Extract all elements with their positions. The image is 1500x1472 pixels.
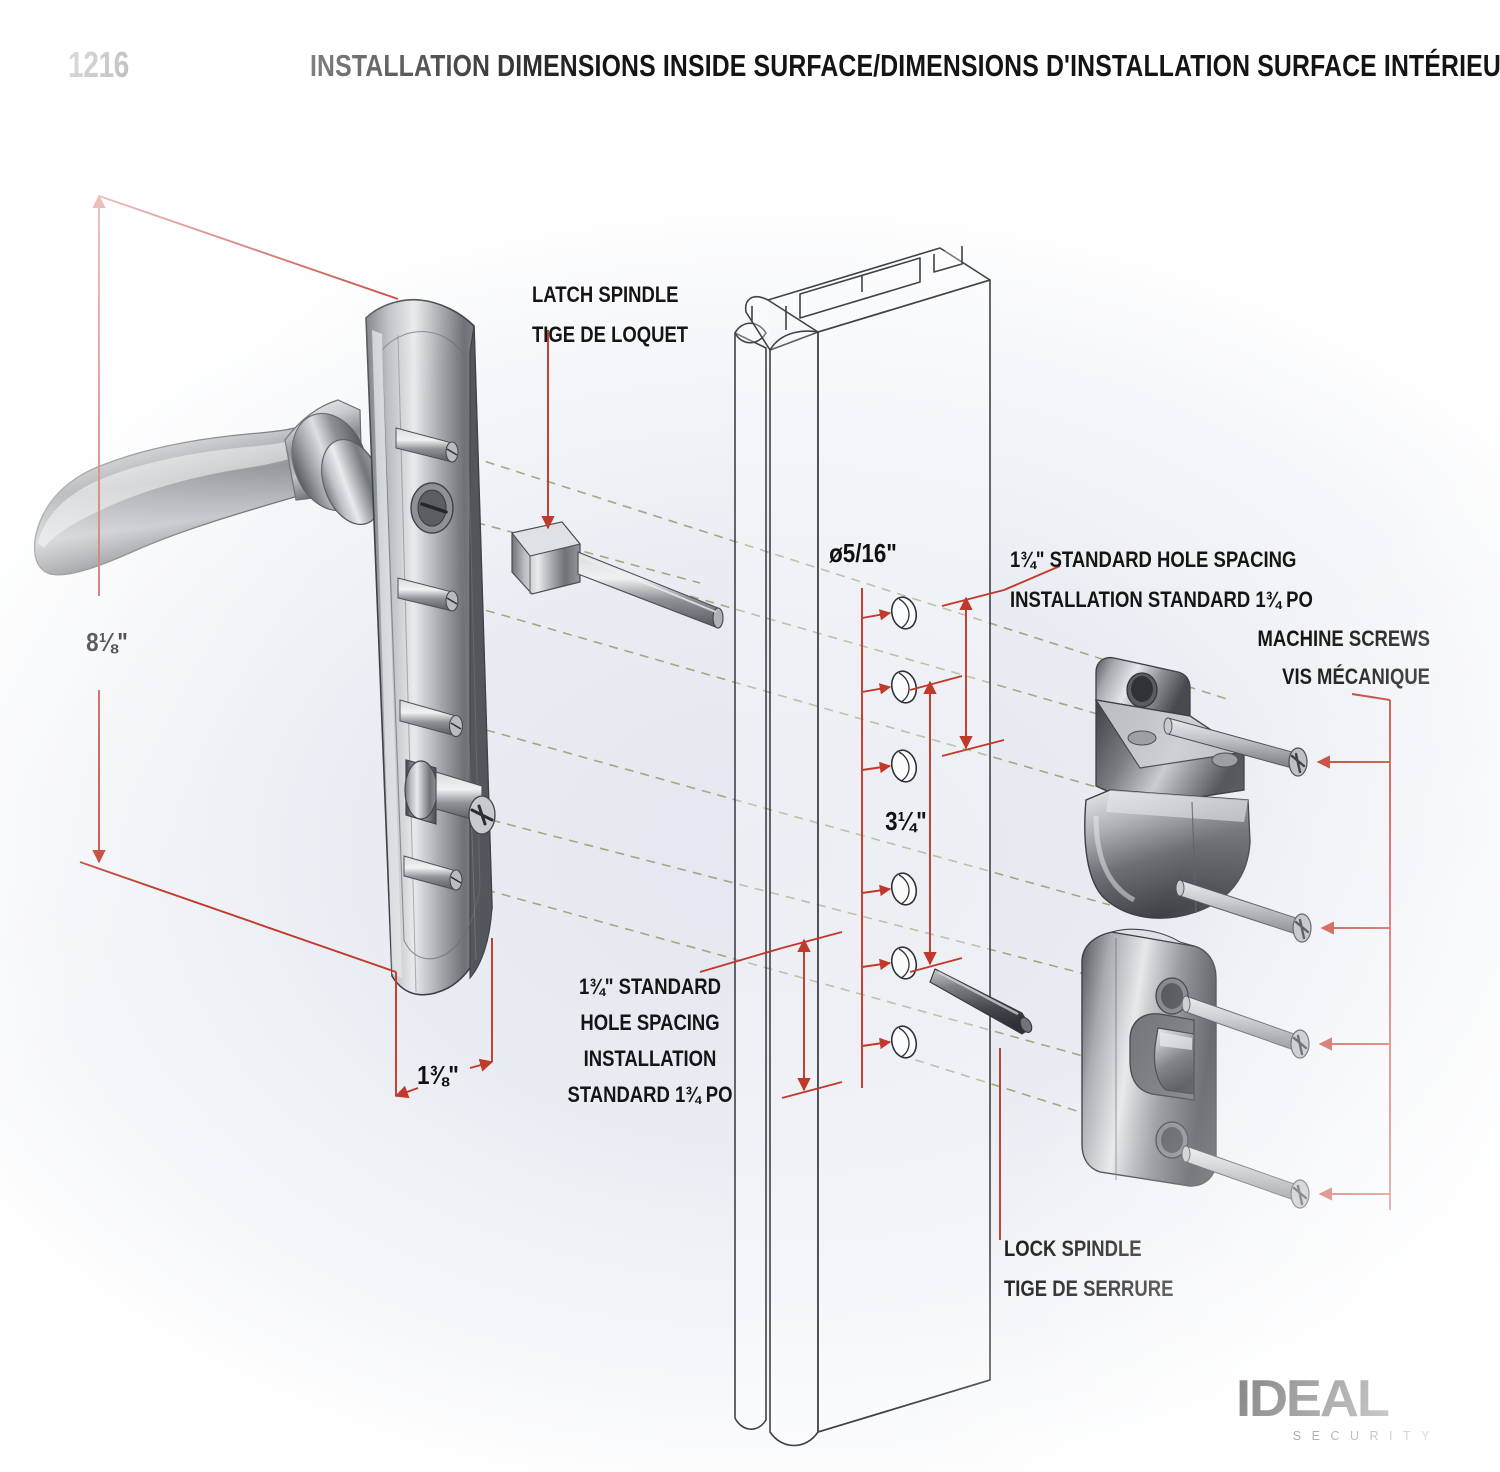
label-hole-spacing-bottom-fr-2: STANDARD 1¾ PO (567, 1082, 733, 1107)
latch-spindle-part (511, 521, 724, 629)
label-hole-spacing-bottom-en-1: 1¾" STANDARD (579, 974, 721, 999)
lever-handle-assembly (33, 298, 496, 996)
lock-spindle-part (929, 968, 1033, 1035)
model-number: 1216 (68, 44, 129, 85)
logo-wordmark: IDEAL (1236, 1370, 1390, 1428)
label-latch-spindle-en: LATCH SPINDLE (532, 282, 679, 307)
logo-tagline: SECURITY (1292, 1429, 1440, 1443)
lock-body (1081, 928, 1217, 1187)
label-machine-screws-en: MACHINE SCREWS (1257, 626, 1430, 651)
mounting-holes (890, 596, 918, 1059)
dimension-spindle-spacing: 3¼" (885, 806, 927, 836)
label-machine-screws-fr: VIS MÉCANIQUE (1282, 664, 1430, 689)
screw-posts (395, 427, 496, 891)
label-hole-spacing-top-fr: INSTALLATION STANDARD 1¾ PO (1010, 587, 1313, 612)
dimension-plate-height: 8⅛" (86, 627, 128, 657)
dimension-plate-width: 1⅜" (417, 1060, 459, 1090)
label-lock-spindle-fr: TIGE DE SERRURE (1004, 1276, 1174, 1301)
label-latch-spindle-fr: TIGE DE LOQUET (532, 322, 689, 347)
label-hole-spacing-top-en: 1¾" STANDARD HOLE SPACING (1010, 547, 1297, 572)
door-stile (734, 246, 991, 1447)
brand-logo: IDEAL SECURITY (1236, 1372, 1442, 1443)
latch-bracket (1084, 656, 1251, 919)
dimension-hole-diameter: ø5/16" (829, 538, 897, 568)
label-hole-spacing-bottom-fr-1: INSTALLATION (583, 1046, 717, 1071)
label-hole-spacing-bottom-en-2: HOLE SPACING (580, 1010, 720, 1035)
dimension-lines (79, 194, 1391, 1240)
page-title: INSTALLATION DIMENSIONS INSIDE SURFACE/D… (310, 48, 1500, 83)
label-lock-spindle-en: LOCK SPINDLE (1004, 1236, 1142, 1261)
machine-screws (1163, 717, 1312, 1209)
